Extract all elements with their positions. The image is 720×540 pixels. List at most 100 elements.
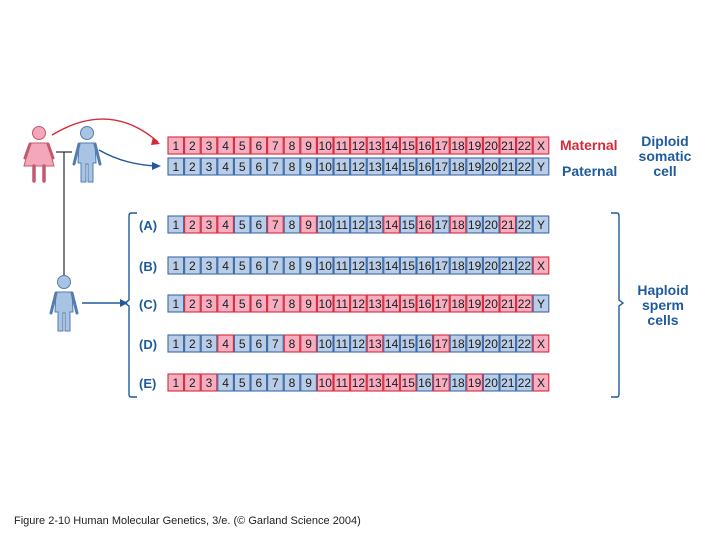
paternal-chromosome-row-cell-4 bbox=[217, 157, 234, 176]
maternal-chromosome-row-cell-3 bbox=[200, 136, 218, 155]
maternal-chromosome-row-cell-10 bbox=[316, 136, 334, 155]
sperm-row-c-label-1: 1 bbox=[172, 297, 179, 311]
sperm-row-e-cell-16 bbox=[416, 373, 434, 392]
sperm-row-d-cell-10 bbox=[316, 334, 334, 353]
sperm-row-a-cell-sex bbox=[532, 215, 550, 234]
sperm-row-c-cell-21 bbox=[499, 294, 517, 313]
diploid-label-line-2: somatic bbox=[638, 148, 692, 164]
maternal-chromosome-row-cell-14 bbox=[383, 136, 400, 155]
sperm-row-c-label-17: 17 bbox=[435, 297, 449, 311]
sperm-row-b-cell-22 bbox=[516, 256, 533, 275]
paternal-chromosome-row-cell-9 bbox=[300, 157, 317, 176]
sperm-row-c-label-20: 20 bbox=[485, 297, 499, 311]
sperm-row-c-label: (C) bbox=[139, 297, 158, 312]
sperm-row-e-label-12: 12 bbox=[352, 376, 366, 390]
sperm-row-c-label-7: 7 bbox=[272, 297, 279, 311]
sperm-row-d-label-6: 6 bbox=[255, 337, 262, 351]
figure-caption: Figure 2-10 Human Molecular Genetics, 3/… bbox=[14, 515, 361, 527]
female-parent-icon-legs bbox=[32, 164, 46, 183]
sperm-row-d-label-12: 12 bbox=[352, 337, 366, 351]
sperm-row-a-cell-7 bbox=[267, 215, 284, 234]
sperm-row-e-cell-4 bbox=[217, 373, 234, 392]
sperm-row-d-cell-11 bbox=[333, 334, 351, 353]
sperm-row-a-label-2: 2 bbox=[189, 218, 196, 232]
maternal-chromosome-row-cell-19 bbox=[466, 136, 483, 155]
paternal-chromosome-row-cell-8 bbox=[283, 157, 301, 176]
sperm-row-c-cell-16 bbox=[416, 294, 434, 313]
sperm-row-e-cell-22 bbox=[516, 373, 533, 392]
female-parent-icon bbox=[23, 126, 55, 183]
sperm-row-d-label-18: 18 bbox=[451, 337, 465, 351]
sperm-row-b-label-20: 20 bbox=[485, 259, 499, 273]
sperm-row-b-cell-7 bbox=[267, 256, 284, 275]
sperm-row-e-label-7: 7 bbox=[272, 376, 279, 390]
sperm-row-a-label-9: 9 bbox=[305, 218, 312, 232]
sperm-row-e-label-6: 6 bbox=[255, 376, 262, 390]
sperm-row-b-cell-sex bbox=[532, 256, 550, 275]
maternal-chromosome-row-cell-9 bbox=[300, 136, 317, 155]
sperm-row-c-label-21: 21 bbox=[501, 297, 515, 311]
sperm-row-e-label-13: 13 bbox=[368, 376, 382, 390]
sperm-row-e-label-17: 17 bbox=[435, 376, 449, 390]
maternal-chromosome-row-label-7: 7 bbox=[272, 139, 279, 153]
maternal-chromosome-row-cell-6 bbox=[250, 136, 268, 155]
sperm-row-a-cell-1 bbox=[167, 215, 185, 234]
sperm-row-b-label-2: 2 bbox=[189, 259, 196, 273]
sperm-row-e-label-3: 3 bbox=[206, 376, 213, 390]
sperm-row-e-cell-8 bbox=[283, 373, 301, 392]
sperm-row-b-cell-21 bbox=[499, 256, 517, 275]
sperm-row-c-cell-17 bbox=[433, 294, 450, 313]
maternal-chromosome-row-label-17: 17 bbox=[435, 139, 449, 153]
sperm-row-a-label: (A) bbox=[139, 218, 158, 233]
maternal-chromosome-row-label-15: 15 bbox=[402, 139, 416, 153]
sperm-row-e-cell-13 bbox=[366, 373, 384, 392]
paternal-chromosome-row-label-7: 7 bbox=[272, 160, 279, 174]
sperm-row-d-cell-2 bbox=[184, 334, 201, 353]
sperm-row-b-label-5: 5 bbox=[239, 259, 246, 273]
sperm-row-c-label-13: 13 bbox=[368, 297, 382, 311]
maternal-chromosome-row-label-18: 18 bbox=[451, 139, 465, 153]
maternal-chromosome-row-cell-11 bbox=[333, 136, 351, 155]
paternal-arrowhead bbox=[152, 162, 161, 170]
sperm-row-d-label-13: 13 bbox=[368, 337, 382, 351]
sperm-row-e-label-15: 15 bbox=[402, 376, 416, 390]
sperm-row-c-label-12: 12 bbox=[352, 297, 366, 311]
maternal-chromosome-row-cell-7 bbox=[267, 136, 284, 155]
paternal-chromosome-row-cell-sex bbox=[532, 157, 550, 176]
paternal-chromosome-row-label-20: 20 bbox=[485, 160, 499, 174]
paternal-chromosome-row-cell-20 bbox=[482, 157, 500, 176]
paternal-chromosome-row-cell-15 bbox=[399, 157, 417, 176]
sperm-row-b-cell-4 bbox=[217, 256, 234, 275]
sperm-row-c-cell-10 bbox=[316, 294, 334, 313]
haploid-label-line-3: cells bbox=[647, 312, 679, 328]
sperm-row-a-cell-2 bbox=[184, 215, 201, 234]
paternal-chromosome-row-label-21: 21 bbox=[501, 160, 515, 174]
sperm-row-a-label-17: 17 bbox=[435, 218, 449, 232]
male-parent-icon bbox=[72, 126, 102, 183]
sperm-row-d-label-8: 8 bbox=[289, 337, 296, 351]
paternal-chromosome-row-cell-16 bbox=[416, 157, 434, 176]
maternal-chromosome-row-cell-18 bbox=[449, 136, 467, 155]
paternal-chromosome-row-label-sex: Y bbox=[537, 160, 545, 174]
maternal-chromosome-row-label-2: 2 bbox=[189, 139, 196, 153]
paternal-chromosome-row-cell-13 bbox=[366, 157, 384, 176]
sperm-row-c-label-5: 5 bbox=[239, 297, 246, 311]
paternal-chromosome-row-label-16: 16 bbox=[418, 160, 432, 174]
sperm-row-d-cell-sex bbox=[532, 334, 550, 353]
maternal-chromosome-row-label-16: 16 bbox=[418, 139, 432, 153]
paternal-chromosome-row-label-6: 6 bbox=[255, 160, 262, 174]
sperm-row-b-cell-13 bbox=[366, 256, 384, 275]
sperm-row-e-label-1: 1 bbox=[172, 376, 179, 390]
paternal-chromosome-row-label-10: 10 bbox=[319, 160, 333, 174]
paternal-chromosome-row-label-19: 19 bbox=[468, 160, 482, 174]
paternal-chromosome-row-label-12: 12 bbox=[352, 160, 366, 174]
sperm-row-c-label-4: 4 bbox=[222, 297, 229, 311]
sperm-row-b-label-17: 17 bbox=[435, 259, 449, 273]
sperm-row-b-label-3: 3 bbox=[206, 259, 213, 273]
sperm-row-a-cell-3 bbox=[200, 215, 218, 234]
sperm-row-a-label-14: 14 bbox=[385, 218, 399, 232]
sperm-row-e-cell-11 bbox=[333, 373, 351, 392]
sperm-row-d-label-3: 3 bbox=[206, 337, 213, 351]
female-parent-icon-arms bbox=[23, 142, 55, 160]
